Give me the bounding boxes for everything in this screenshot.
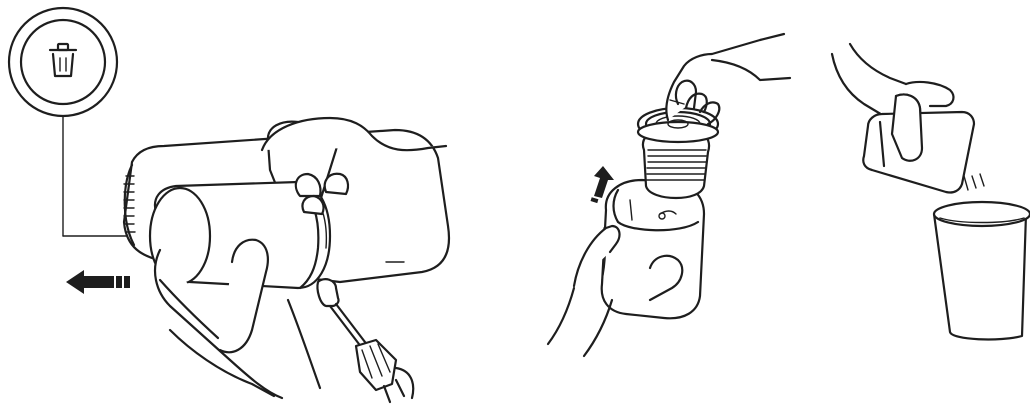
panel-remove-filter bbox=[548, 34, 790, 356]
trash-bin-icon bbox=[50, 44, 76, 76]
arrow-left-icon bbox=[66, 270, 130, 294]
dust-particles bbox=[964, 174, 984, 190]
panel-empty-dust bbox=[832, 44, 1030, 339]
dust-cup-tilted bbox=[863, 95, 974, 193]
power-cord bbox=[317, 279, 413, 402]
plug-icon bbox=[356, 340, 413, 402]
filter-assembly bbox=[638, 108, 718, 198]
trash-bin bbox=[934, 202, 1030, 339]
callout-badge bbox=[9, 8, 140, 236]
panel-detach-dust-cup bbox=[9, 8, 449, 402]
